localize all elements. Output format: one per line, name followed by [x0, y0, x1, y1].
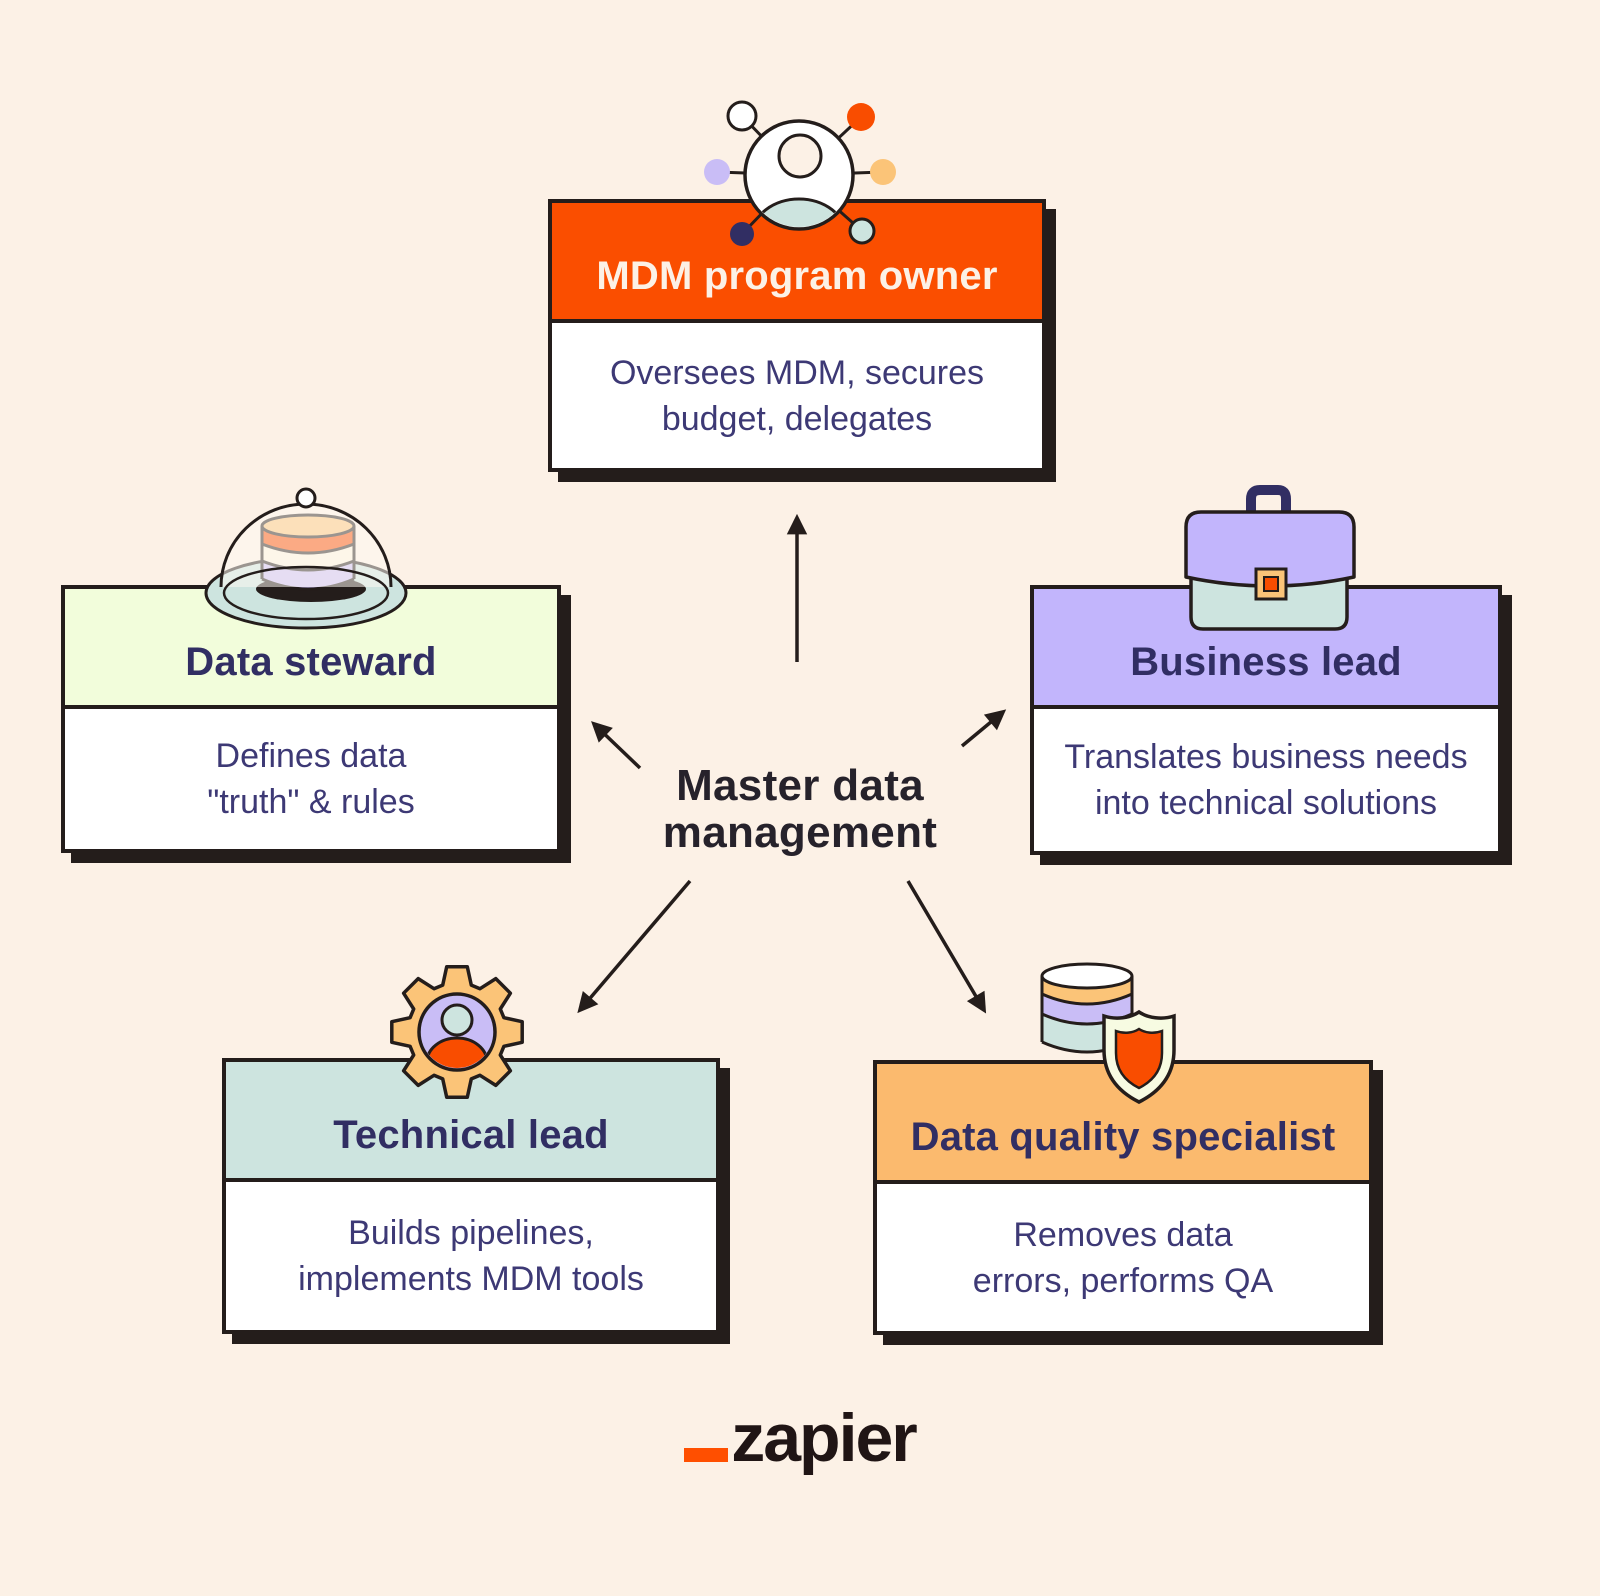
role-description-line2: implements MDM tools [298, 1260, 644, 1298]
role-description: Defines data "truth" & rules [65, 709, 557, 849]
role-description-line1: Defines data [215, 737, 407, 775]
role-description: Removes data errors, performs QA [877, 1184, 1369, 1331]
served-data-dish-icon [199, 484, 414, 634]
zapier-underscore-mark [684, 1448, 729, 1462]
arrow-lower-left [577, 879, 692, 1014]
role-description: Oversees MDM, secures budget, delegates [552, 323, 1042, 468]
role-description-line1: Translates business needs [1064, 738, 1468, 776]
arrow-upper-right [960, 709, 1007, 748]
center-title-line2: management [662, 808, 938, 857]
role-title: Technical lead [333, 1113, 609, 1157]
role-card-data-quality-specialist: Data quality specialist Removes data err… [873, 962, 1373, 1335]
role-title: MDM program owner [596, 254, 998, 298]
role-description: Translates business needs into technical… [1034, 709, 1498, 851]
center-title-line1: Master data [676, 761, 924, 810]
role-card-business-lead: Business lead Translates business needs … [1030, 485, 1502, 855]
role-card-technical-lead: Technical lead Builds pipelines, impleme… [222, 965, 720, 1334]
zapier-wordmark: zapier [731, 1400, 918, 1476]
role-description-line2: budget, delegates [661, 399, 933, 438]
role-description-line2: "truth" & rules [207, 783, 415, 821]
gear-person-icon [389, 962, 529, 1107]
role-title: Data quality specialist [910, 1115, 1336, 1159]
role-description-line1: Oversees MDM, secures [609, 353, 985, 392]
briefcase-icon [1179, 482, 1359, 632]
role-description-line1: Removes data [1013, 1215, 1233, 1254]
role-description-line2: into technical solutions [1094, 784, 1438, 822]
brand-logo: zapier [0, 1400, 1600, 1476]
role-description-line1: Builds pipelines, [348, 1214, 594, 1252]
role-card-mdm-program-owner: MDM program owner Oversees MDM, secures … [548, 100, 1046, 472]
role-title: Business lead [1130, 640, 1402, 684]
role-description-line2: errors, performs QA [972, 1261, 1274, 1300]
database-shield-icon [1034, 954, 1184, 1109]
role-title: Data steward [185, 640, 437, 684]
person-network-icon [694, 94, 904, 254]
center-title: Master data management [600, 762, 1000, 856]
role-description: Builds pipelines, implements MDM tools [226, 1182, 716, 1330]
role-header: Data quality specialist [877, 1064, 1369, 1184]
role-card-data-steward: Data steward Defines data "truth" & rule… [61, 487, 561, 853]
arrow-lower-right [906, 880, 987, 1014]
